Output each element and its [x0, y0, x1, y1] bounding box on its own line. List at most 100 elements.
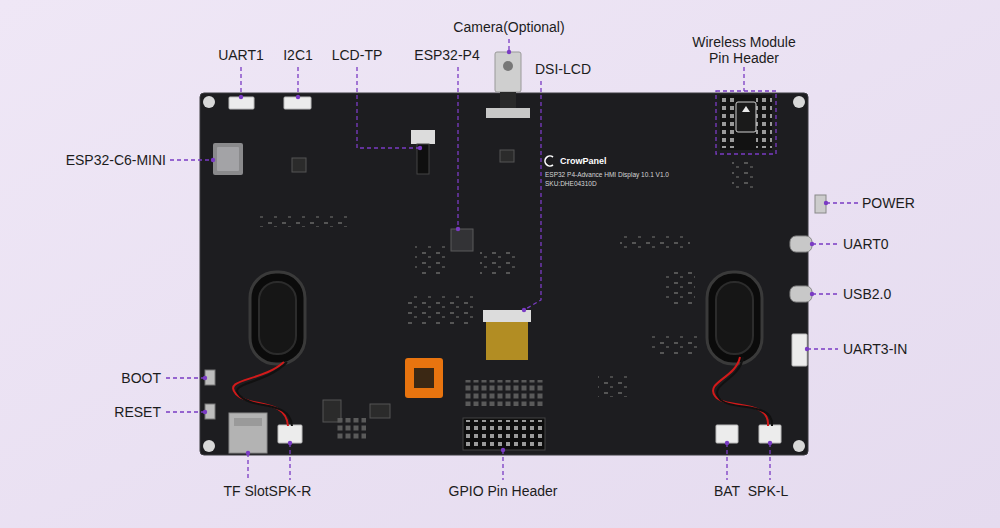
- leader-line: [247, 453, 248, 480]
- leader-line: [289, 443, 290, 480]
- gpio-pads: [463, 380, 545, 406]
- leader-line: [524, 81, 541, 310]
- callout-label: ESP32-C6-MINI: [66, 152, 166, 168]
- leader-line: [457, 67, 458, 229]
- speaker-cone: [259, 282, 296, 354]
- callout-label: RESET: [114, 404, 161, 420]
- smd-parts: [598, 375, 628, 397]
- speaker: [707, 272, 762, 364]
- smd-parts: [650, 335, 700, 355]
- module-shield: [217, 147, 239, 171]
- callout-label: POWER: [862, 195, 915, 211]
- smd-parts: [665, 270, 695, 304]
- callout-label: UART3-IN: [843, 341, 907, 357]
- callout-label: DSI-LCD: [535, 61, 591, 77]
- smd-parts: [258, 215, 348, 227]
- callout-label: Wireless Module Pin Header: [684, 34, 804, 66]
- mount-hole: [203, 440, 215, 452]
- leader-line: [726, 443, 727, 480]
- pin-header: [720, 95, 772, 150]
- leader-dot: [725, 441, 729, 445]
- jst-connector: [792, 334, 807, 366]
- callout-label: UART0: [843, 236, 889, 252]
- leader-dot: [211, 158, 215, 162]
- flex-cable: [486, 322, 528, 360]
- leader-dot: [810, 242, 814, 246]
- speaker-wire: [233, 362, 288, 426]
- leader-dot: [296, 95, 300, 99]
- callout-label: ESP32-P4: [414, 47, 479, 63]
- leader-line: [502, 450, 503, 480]
- leader-dot: [246, 451, 250, 455]
- leader-dot: [418, 146, 422, 150]
- callout-bracket: [716, 91, 776, 154]
- leader-dot: [522, 308, 526, 312]
- speaker: [250, 272, 305, 364]
- pcb-board: [200, 93, 808, 455]
- jst-connector: [716, 425, 738, 443]
- callout-label: LCD-TP: [332, 47, 383, 63]
- orientation-mark: [742, 106, 750, 112]
- smd-parts: [480, 250, 520, 274]
- header-pins: [756, 97, 772, 148]
- smd-parts: [732, 160, 754, 188]
- soc-chip: [451, 229, 473, 251]
- callout-label: USB2.0: [843, 286, 891, 302]
- smd-parts: [415, 245, 445, 275]
- mount-hole: [203, 96, 215, 108]
- jst-connector: [759, 425, 781, 443]
- logo-mark: [545, 156, 553, 166]
- jst-connector: [278, 425, 302, 443]
- ic-chip: [500, 150, 514, 162]
- leader-line: [166, 411, 205, 412]
- gpio-header: [463, 418, 545, 450]
- leader-dot: [203, 410, 207, 414]
- mount-hole: [793, 440, 805, 452]
- leader-dot: [805, 347, 809, 351]
- callout-label: UART1: [218, 47, 264, 63]
- callout-label: GPIO Pin Header: [449, 483, 558, 499]
- leader-dot: [501, 448, 505, 452]
- leader-line: [826, 202, 858, 203]
- camera-lens: [503, 61, 513, 71]
- camera-cable: [500, 92, 516, 108]
- ic-chip: [414, 368, 434, 388]
- leader-dot: [824, 201, 828, 205]
- leader-dot: [810, 292, 814, 296]
- ic-chip: [292, 158, 306, 172]
- speaker-wire: [713, 357, 768, 426]
- callout-label: Camera(Optional): [453, 19, 564, 35]
- smd-parts: [405, 295, 475, 325]
- slot-detail: [234, 418, 262, 426]
- silkscreen-text: SKU:DHE04310D: [545, 180, 597, 188]
- leader-line: [807, 348, 838, 349]
- wifi-module: [213, 143, 243, 175]
- ic-chip: [370, 404, 390, 418]
- usb-c-port: [790, 236, 812, 252]
- leader-line: [743, 67, 744, 91]
- fpc-connector: [486, 108, 530, 118]
- tf-card-slot: [229, 413, 267, 453]
- callout-label: BOOT: [121, 370, 161, 386]
- leader-line: [812, 293, 838, 294]
- leader-line: [812, 243, 838, 244]
- leader-dot: [203, 376, 207, 380]
- callout-label: I2C1: [283, 47, 313, 63]
- callout-label: SPK-L: [748, 483, 788, 499]
- usb-c-port: [790, 286, 812, 302]
- callout-label: BAT: [714, 483, 740, 499]
- leader-line: [297, 67, 298, 97]
- fpc-connector: [411, 130, 435, 144]
- leader-dot: [288, 441, 292, 445]
- leader-dot: [507, 50, 511, 54]
- header-pins: [465, 420, 543, 448]
- silkscreen-logo: CrowPanel: [560, 156, 607, 166]
- leader-line: [357, 67, 420, 148]
- speaker-wire: [717, 357, 772, 426]
- callout-label: TF Slot: [223, 483, 268, 499]
- leader-dot: [768, 441, 772, 445]
